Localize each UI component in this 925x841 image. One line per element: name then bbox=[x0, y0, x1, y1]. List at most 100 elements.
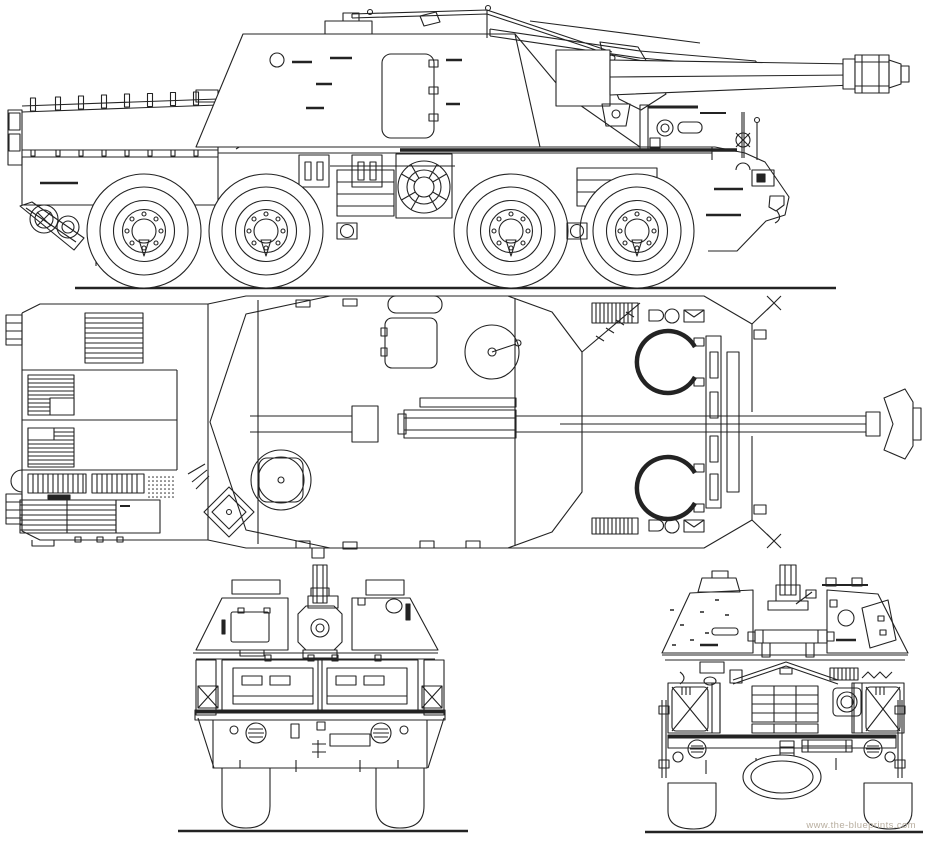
lower-panel-part bbox=[370, 722, 392, 744]
comb-strip bbox=[27, 473, 145, 500]
tow-hook bbox=[768, 195, 785, 212]
intake-grille-part bbox=[595, 518, 633, 534]
left-roof-part bbox=[697, 577, 741, 593]
front-nose-part bbox=[656, 119, 674, 137]
bumper-part bbox=[884, 751, 896, 763]
muzzle-brake-part bbox=[855, 55, 889, 93]
road-wheel bbox=[579, 173, 695, 289]
jerry-can-part bbox=[865, 686, 901, 732]
vision-strip-part bbox=[726, 351, 740, 493]
vision-strip-part bbox=[709, 351, 719, 379]
turret-part bbox=[269, 52, 285, 68]
mantlet bbox=[297, 605, 343, 659]
turret-plan-part bbox=[257, 298, 516, 546]
lower-panel-part bbox=[373, 728, 389, 738]
mantlet-bar bbox=[747, 629, 835, 658]
barrel-stub bbox=[307, 564, 339, 609]
right-roof-part bbox=[829, 599, 838, 608]
side-view-part bbox=[339, 223, 355, 239]
square-hatch bbox=[384, 317, 438, 369]
cupola-part bbox=[257, 456, 305, 504]
fan-housing-part bbox=[406, 169, 442, 205]
side-door bbox=[381, 53, 435, 139]
right-sponson-part bbox=[365, 579, 405, 596]
grille-part bbox=[49, 397, 75, 416]
lower-panel-part bbox=[212, 719, 428, 769]
rear-deck-part bbox=[96, 536, 104, 543]
cargo-bed-part bbox=[101, 149, 107, 157]
rear-deck-part bbox=[6, 501, 22, 519]
cupola bbox=[250, 449, 312, 511]
hull-front-part bbox=[732, 665, 839, 685]
wheel bbox=[863, 782, 913, 830]
gun-plan-part bbox=[250, 415, 352, 433]
rear-deck-part bbox=[6, 322, 22, 340]
road-wheel bbox=[86, 173, 202, 289]
gun-barrel-part bbox=[601, 103, 631, 127]
vision-strip bbox=[705, 335, 740, 509]
hull-front-part bbox=[833, 668, 855, 680]
left-sponson-part bbox=[237, 607, 245, 614]
periscope-box bbox=[203, 486, 255, 538]
gun-plan bbox=[250, 388, 922, 460]
mirror-arm-part bbox=[751, 295, 782, 325]
lower-panel-part bbox=[329, 733, 371, 747]
left-sponson-part bbox=[221, 619, 226, 635]
road-wheel bbox=[453, 173, 569, 289]
fan-housing-part bbox=[401, 164, 447, 210]
barrel-stub bbox=[767, 564, 817, 611]
muzzle-brake-part bbox=[900, 65, 910, 83]
gun-plan-part bbox=[865, 411, 881, 437]
hull-front-part bbox=[703, 676, 717, 686]
jerry-can-part bbox=[865, 686, 901, 732]
gun-barrel-part bbox=[609, 59, 854, 96]
grille-part bbox=[751, 723, 819, 734]
cupola-part bbox=[258, 457, 304, 503]
travel-lock-part bbox=[419, 11, 441, 27]
grille bbox=[27, 374, 75, 416]
mirror-stalk bbox=[735, 112, 761, 160]
gun-barrel-part bbox=[555, 49, 611, 107]
right-roof-part bbox=[825, 577, 837, 587]
left-roof-part bbox=[711, 570, 729, 579]
hull-front-part bbox=[679, 671, 685, 685]
jerry-can-part bbox=[851, 682, 905, 734]
turret-plan-part bbox=[465, 540, 481, 549]
mantlet-part bbox=[315, 623, 325, 633]
rear-deck bbox=[5, 304, 209, 547]
bustle-part bbox=[307, 654, 315, 662]
comb-strip-part bbox=[91, 473, 145, 494]
front-deck-part bbox=[581, 302, 641, 353]
turret-part bbox=[428, 59, 439, 68]
intake-grille bbox=[591, 302, 639, 535]
rear-deck-part bbox=[10, 469, 23, 493]
bustle-part bbox=[326, 667, 408, 705]
side-view-part bbox=[336, 222, 358, 240]
rear-hull-part bbox=[25, 207, 77, 243]
right-roof-part bbox=[851, 577, 863, 587]
rear-hull-part bbox=[7, 109, 23, 166]
deck-icons-part bbox=[664, 518, 680, 534]
side-view-part bbox=[569, 223, 585, 239]
bustle bbox=[221, 654, 419, 711]
side-rods bbox=[658, 700, 906, 778]
turret-plan-part bbox=[187, 463, 210, 490]
deck-icons-part bbox=[683, 309, 705, 323]
barrel-stub-part bbox=[779, 564, 797, 596]
turret-part bbox=[324, 20, 373, 35]
turret-plan-part bbox=[342, 541, 358, 550]
intake-grille-part bbox=[591, 517, 639, 535]
bracket bbox=[298, 154, 330, 188]
turret-part bbox=[428, 86, 439, 95]
side-rods-part bbox=[661, 700, 667, 778]
lower-panel-part bbox=[312, 740, 326, 758]
fan-housing-part bbox=[397, 160, 451, 214]
round-hatch-part bbox=[487, 347, 497, 357]
cupola-part bbox=[277, 476, 285, 484]
grille bbox=[751, 685, 819, 734]
travel-lock-part bbox=[351, 10, 488, 38]
lower-panel-part bbox=[248, 728, 264, 738]
mantlet-part bbox=[297, 605, 343, 651]
barrel-stub-part bbox=[310, 587, 330, 597]
side-channels-part bbox=[421, 685, 443, 709]
